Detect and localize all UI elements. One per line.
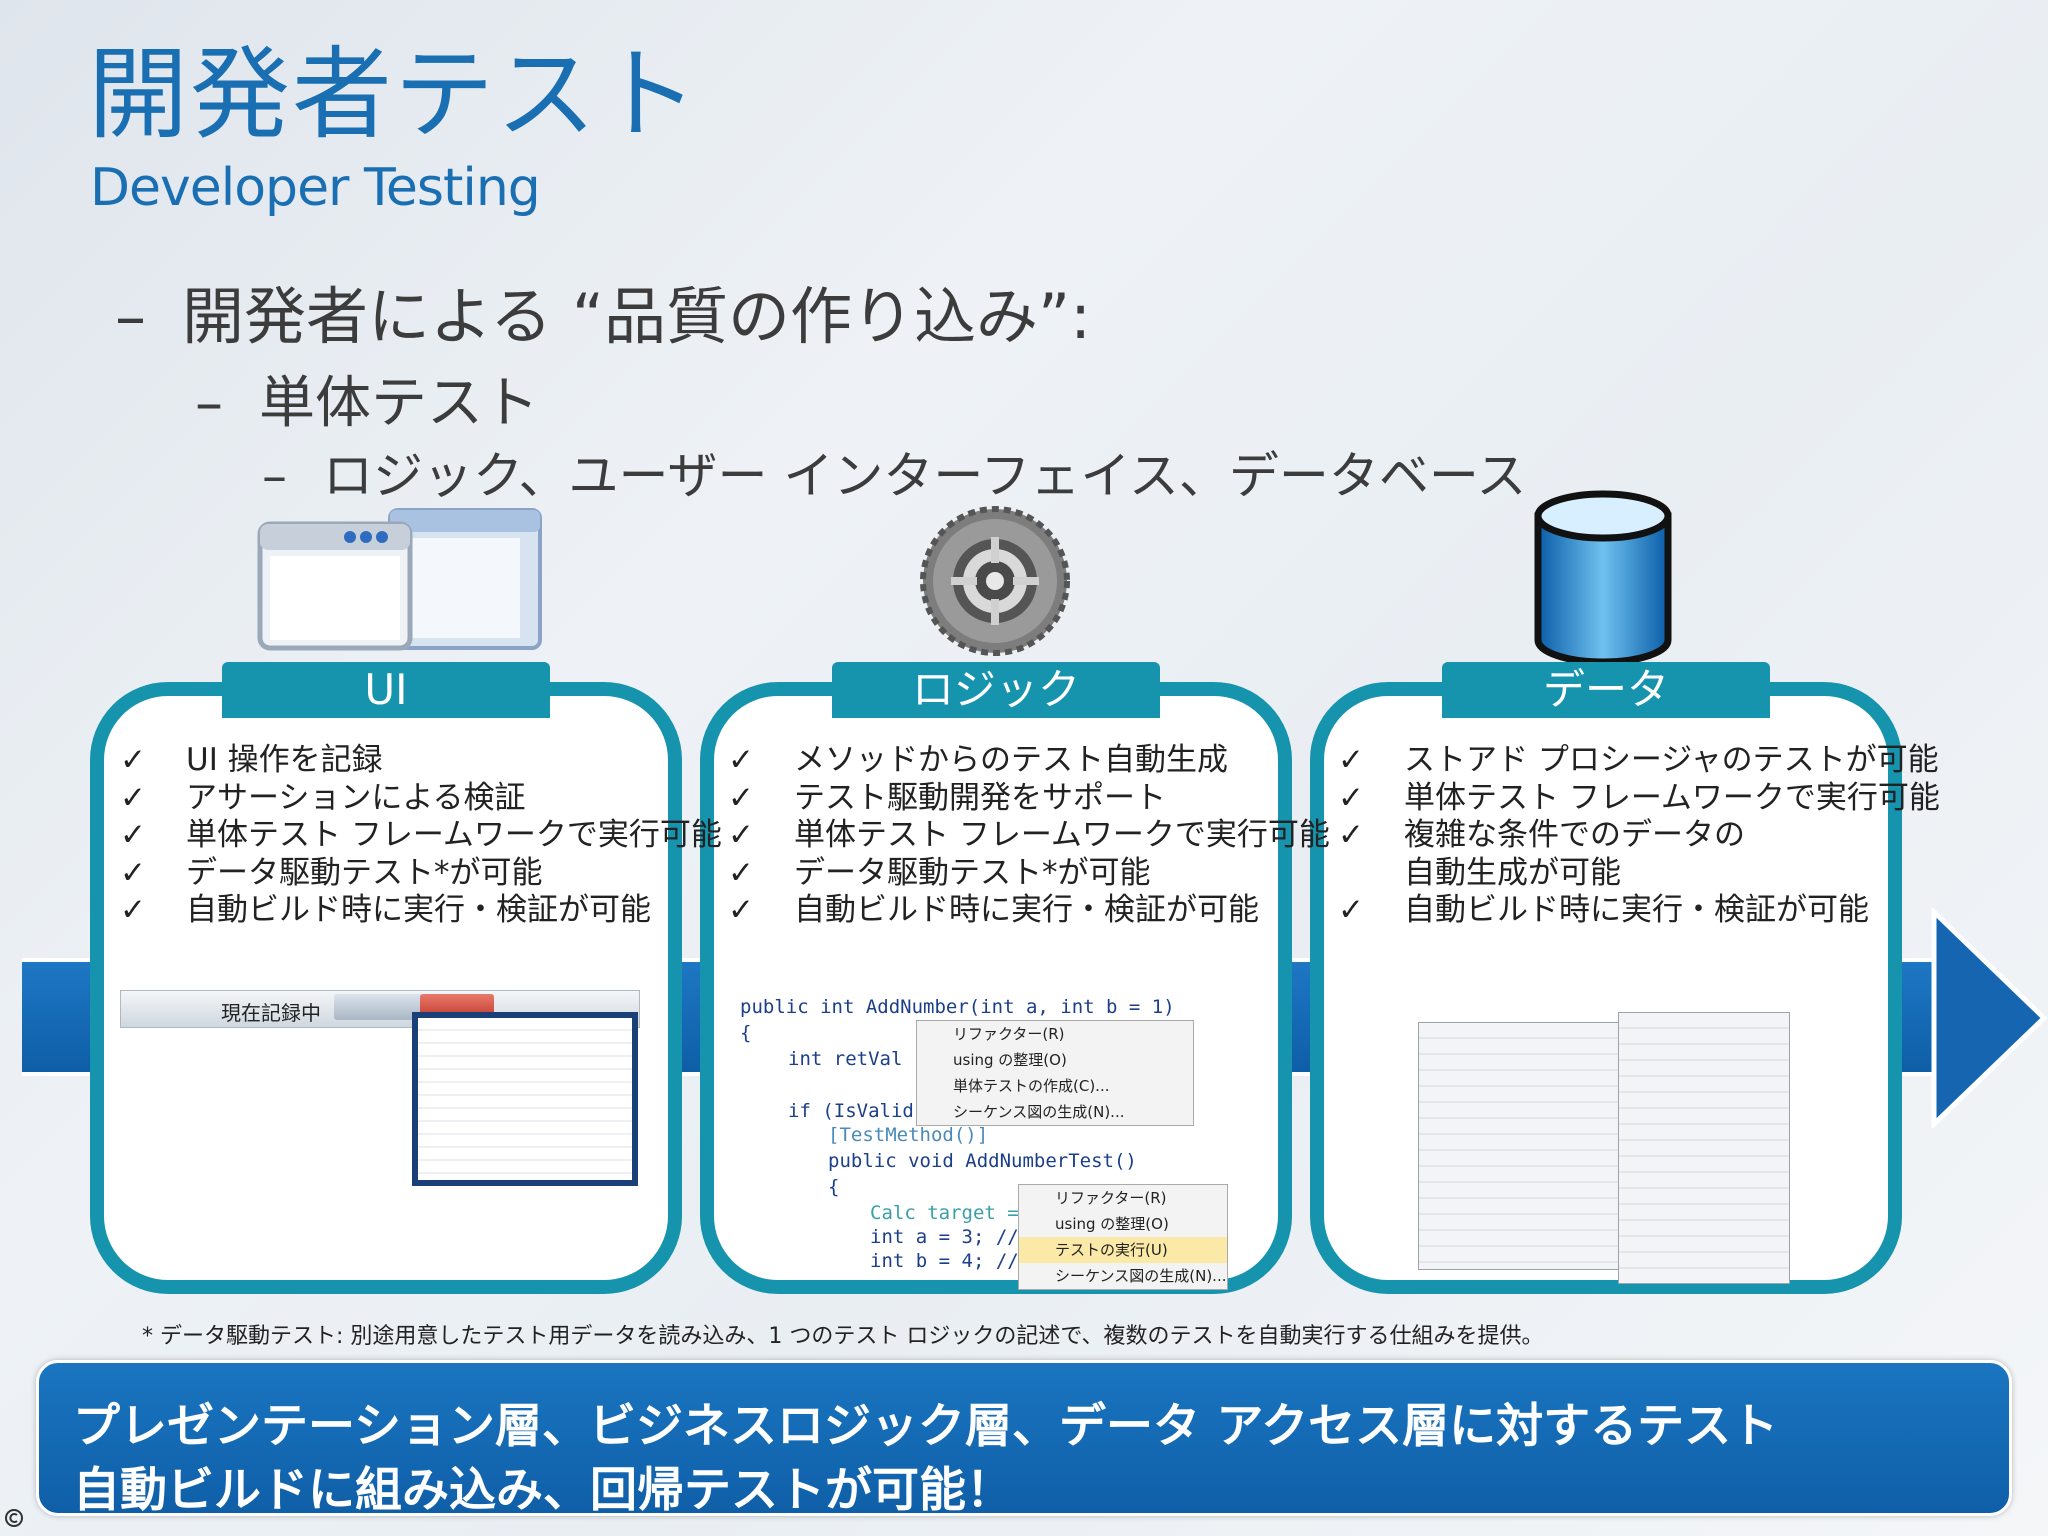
menu-item[interactable]: シーケンス図の生成(N)...	[953, 1103, 1125, 1121]
code-line: int a = 3; //	[870, 1226, 1019, 1248]
bullet-level-2: –単体テスト	[195, 358, 539, 439]
checkmark-icon: ✓	[728, 817, 754, 853]
list-item-text: アサーションによる検証	[186, 779, 526, 816]
checkmark-icon: ✓	[728, 892, 754, 928]
bullet-text: 開発者による “品質の作り込み”:	[182, 280, 1091, 353]
list-item: ✓ アサーションによる検証	[120, 780, 722, 818]
bullet-dash: –	[195, 371, 223, 436]
menu-item[interactable]: 単体テストの作成(C)...	[953, 1077, 1110, 1095]
recorded-app-window	[412, 1012, 638, 1186]
code-line: {	[740, 1022, 752, 1044]
code-line: {	[828, 1176, 840, 1198]
list-item-text: メソッドからのテスト自動生成	[794, 742, 1228, 778]
checkmark-icon: ✓	[120, 892, 146, 928]
code-line: if (IsValid	[788, 1100, 914, 1122]
list-item: ✓ テスト駆動開発をサポート	[728, 780, 1330, 818]
menu-item[interactable]: using の整理(O)	[1055, 1215, 1169, 1233]
card-data-list: ✓ストアド プロシージャのテストが可能 ✓単体テスト フレームワークで実行可能 …	[1338, 742, 1940, 930]
list-item: ✓ 自動ビルド時に実行・検証が可能	[728, 892, 1330, 930]
summary-banner: プレゼンテーション層、ビジネスロジック層、データ アクセス層に対するテスト 自動…	[36, 1360, 2012, 1518]
code-editor-screenshot: public int AddNumber(int a, int b = 1) {…	[736, 990, 1256, 1290]
list-item: ✓ 単体テスト フレームワークで実行可能	[728, 817, 1330, 855]
list-item-text: 自動ビルド時に実行・検証が可能	[1404, 892, 1869, 928]
code-line: int b = 4; //	[870, 1250, 1019, 1272]
list-item: ✓ 複雑な条件でのデータの	[1338, 817, 1940, 855]
slide-subtitle: Developer Testing	[90, 158, 541, 218]
menu-item-highlighted[interactable]: テストの実行(U)	[1019, 1237, 1227, 1263]
menu-item[interactable]: リファクター(R)	[1055, 1189, 1167, 1207]
code-line: int retVal	[788, 1048, 903, 1070]
list-item: ✓ データ駆動テスト*が可能	[728, 855, 1330, 893]
list-item-text: 単体テスト フレームワークで実行可能	[794, 817, 1330, 853]
list-item-text: 自動ビルド時に実行・検証が可能	[794, 892, 1259, 928]
copyright-logo-icon	[5, 1509, 23, 1527]
list-item: ✓ 単体テスト フレームワークで実行可能	[1338, 780, 1940, 818]
checkmark-icon: ✓	[120, 779, 146, 816]
list-item: ✓ UI 操作を記録	[120, 742, 722, 780]
list-item-continuation: 自動生成が可能	[1338, 855, 1940, 893]
checkmark-icon: ✓	[120, 854, 146, 891]
footnote: * データ駆動テスト: 別途用意したテスト用データを読み込み、1 つのテスト ロ…	[142, 1324, 1544, 1349]
list-item-text: ストアド プロシージャのテストが可能	[1404, 742, 1939, 778]
list-item: ✓ 自動ビルド時に実行・検証が可能	[120, 892, 722, 930]
context-menu: リファクター(R) using の整理(O) テストの実行(U) シーケンス図の…	[1018, 1184, 1228, 1290]
checkmark-icon: ✓	[1338, 817, 1364, 853]
bullet-level-3: –ロジック、ユーザー インターフェイス、データベース	[262, 436, 1526, 508]
list-item-text: テスト駆動開発をサポート	[794, 779, 1166, 816]
code-line: [TestMethod()]	[828, 1124, 989, 1146]
menu-item[interactable]: リファクター(R)	[953, 1025, 1065, 1043]
checkmark-icon: ✓	[1338, 779, 1364, 816]
list-item-text: 自動生成が可能	[1404, 854, 1621, 891]
menu-item[interactable]: using の整理(O)	[953, 1051, 1067, 1069]
checkmark-icon: ✓	[120, 742, 146, 778]
card-ui-list: ✓ UI 操作を記録 ✓ アサーションによる検証 ✓ 単体テスト フレームワークで実行…	[120, 742, 722, 930]
slide-title: 開発者テスト	[88, 36, 700, 153]
bullet-level-1: –開発者による “品質の作り込み”:	[115, 266, 1091, 356]
list-item: ✓ 単体テスト フレームワークで実行可能	[120, 817, 722, 855]
checkmark-icon: ✓	[1338, 892, 1364, 928]
card-ui-title: UI	[222, 662, 550, 718]
database-icon	[1534, 490, 1672, 666]
card-data-title: データ	[1442, 662, 1770, 718]
list-item-text: データ駆動テスト*が可能	[794, 854, 1151, 891]
code-line: public void AddNumberTest()	[828, 1150, 1137, 1172]
banner-line-2: 自動ビルドに組み込み、回帰テストが可能！	[73, 1463, 1013, 1518]
dialog-window	[1418, 1022, 1630, 1270]
context-menu: リファクター(R) using の整理(O) 単体テストの作成(C)... シー…	[916, 1020, 1194, 1126]
checkmark-icon: ✓	[728, 779, 754, 816]
list-item-text: 自動ビルド時に実行・検証が可能	[186, 892, 651, 928]
card-logic-title: ロジック	[832, 662, 1160, 718]
data-generation-dialog-screenshot	[1418, 1012, 1790, 1284]
checkmark-icon: ✓	[1338, 742, 1364, 778]
list-item: ✓ メソッドからのテスト自動生成	[728, 742, 1330, 780]
bullet-text: 単体テスト	[259, 371, 539, 436]
dialog-window	[1618, 1012, 1790, 1284]
list-item: ✓ ストアド プロシージャのテストが可能	[1338, 742, 1940, 780]
list-item-text: 単体テスト フレームワークで実行可能	[1404, 779, 1940, 816]
list-item-text: データ駆動テスト*が可能	[186, 854, 543, 891]
code-line: Calc target =	[870, 1202, 1019, 1224]
list-item: ✓ 自動ビルド時に実行・検証が可能	[1338, 892, 1940, 930]
checkmark-icon: ✓	[728, 742, 754, 778]
checkmark-icon: ✓	[728, 854, 754, 891]
code-line: public int AddNumber(int a, int b = 1)	[740, 996, 1175, 1018]
menu-item[interactable]: シーケンス図の生成(N)...	[1055, 1267, 1227, 1285]
banner-line-1: プレゼンテーション層、ビジネスロジック層、データ アクセス層に対するテスト	[73, 1399, 1779, 1454]
application-windows-icon	[257, 508, 542, 651]
list-item-text: 単体テスト フレームワークで実行可能	[186, 817, 722, 853]
bullet-text: ロジック、ユーザー インターフェイス、データベース	[323, 447, 1527, 505]
ui-recorder-screenshot: 現在記録中	[120, 990, 640, 1280]
bullet-dash: –	[262, 447, 287, 505]
list-item-text: UI 操作を記録	[186, 742, 383, 778]
bullet-dash: –	[115, 280, 146, 353]
list-item: ✓ データ駆動テスト*が可能	[120, 855, 722, 893]
card-logic-list: ✓ メソッドからのテスト自動生成 ✓ テスト駆動開発をサポート ✓ 単体テスト フレー…	[728, 742, 1330, 930]
list-item-text: 複雑な条件でのデータの	[1404, 817, 1745, 853]
checkmark-icon: ✓	[120, 817, 146, 853]
gear-icon	[920, 506, 1070, 656]
recording-status: 現在記録中	[221, 1001, 321, 1025]
arrow-head-icon	[1931, 908, 2048, 1128]
